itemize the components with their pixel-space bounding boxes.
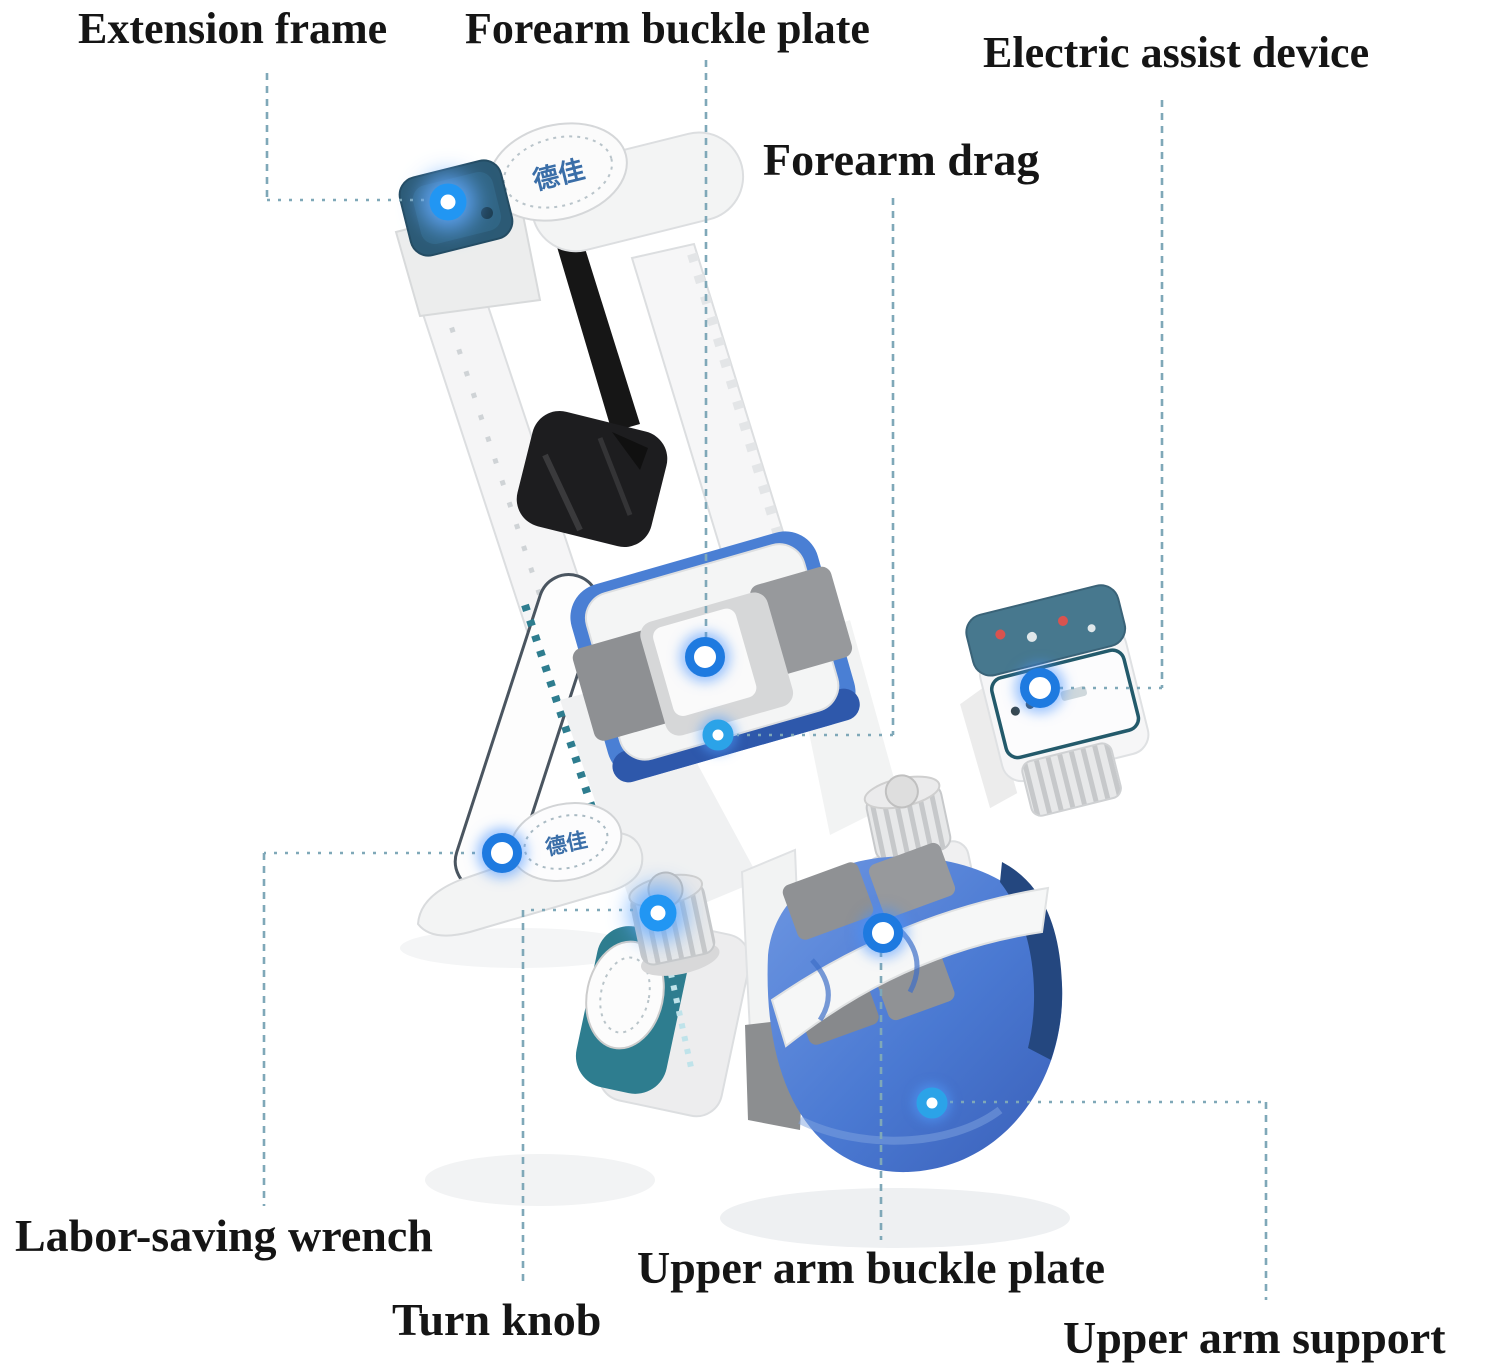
label-labor-saving-wrench: Labor-saving wrench — [15, 1210, 433, 1261]
label-electric-assist-device: Electric assist device — [983, 28, 1370, 77]
upper-arm-support-marker — [916, 1087, 948, 1119]
upper-arm-buckle-plate-part — [770, 842, 1050, 1048]
callout-lines — [262, 60, 1268, 1300]
labor-saving-wrench-part: 德佳 — [416, 802, 644, 937]
forearm-buckle-plate-marker — [685, 637, 725, 677]
label-upper-arm-buckle-plate: Upper arm buckle plate — [637, 1242, 1106, 1293]
turn-knob-marker — [639, 894, 677, 932]
extension-frame-marker — [429, 183, 467, 221]
ground-shadows — [400, 928, 1070, 1248]
label-forearm-buckle-plate: Forearm buckle plate — [465, 4, 870, 53]
label-upper-arm-support: Upper arm support — [1063, 1312, 1446, 1363]
label-forearm-drag: Forearm drag — [763, 134, 1040, 185]
upper-arm-buckle-plate-marker — [863, 913, 903, 953]
labor-saving-wrench-marker — [482, 833, 522, 873]
assist-device-top-panel — [965, 584, 1127, 677]
wrist-cuff — [516, 226, 668, 547]
label-turn-knob: Turn knob — [392, 1294, 602, 1345]
electric-assist-device-marker — [1020, 668, 1060, 708]
electric-assist-device-part — [960, 584, 1150, 817]
forearm-drag-marker — [702, 719, 734, 751]
label-extension-frame: Extension frame — [78, 4, 388, 53]
